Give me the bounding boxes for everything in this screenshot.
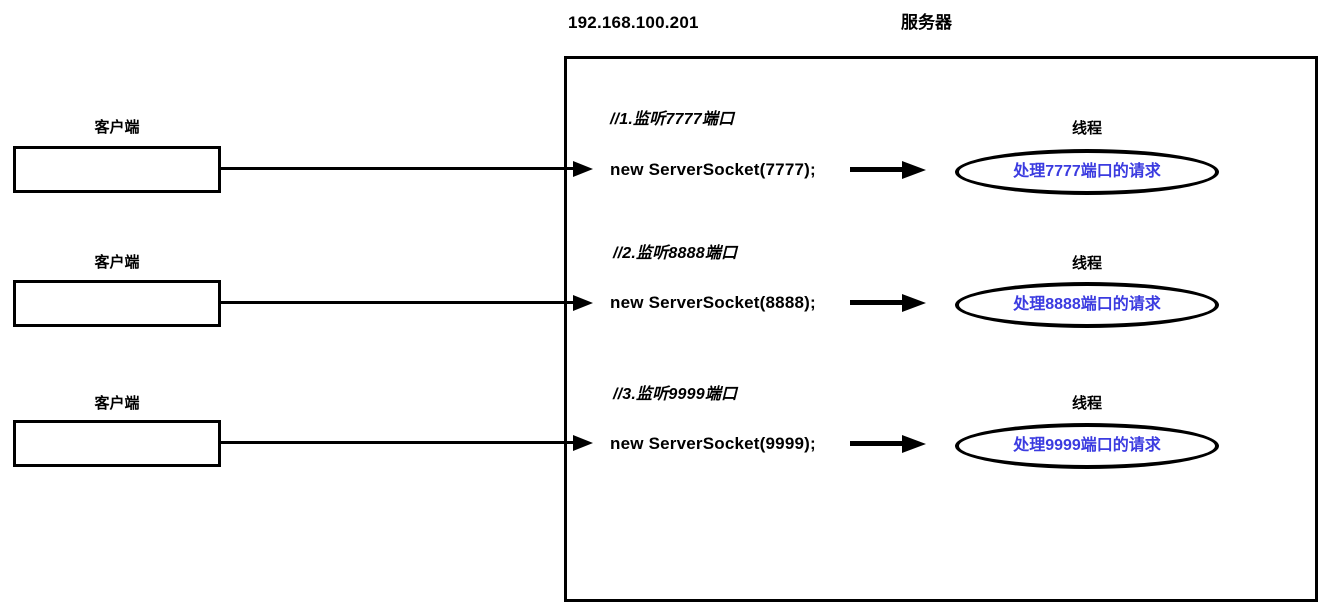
code-statement-1: new ServerSocket(7777); <box>610 160 816 179</box>
code-to-thread-arrow-3 <box>850 435 930 453</box>
thread-label-2: 线程 <box>1071 255 1102 272</box>
client-label-2: 客户端 <box>94 254 140 271</box>
arrow-head-icon <box>573 435 593 451</box>
client-label-3: 客户端 <box>94 395 140 412</box>
client-to-server-arrow-3 <box>221 434 596 452</box>
arrow-shaft <box>221 441 579 444</box>
thread-label-3: 线程 <box>1071 395 1102 412</box>
code-comment-2: //2.监听8888端口 <box>613 245 738 262</box>
thread-ellipse-text-3: 处理9999端口的请求 <box>1013 437 1161 454</box>
client-box-3 <box>13 420 221 467</box>
arrow-head-icon <box>573 295 593 311</box>
code-to-thread-arrow-2 <box>850 294 930 312</box>
thread-label-1: 线程 <box>1071 120 1102 137</box>
thread-ellipse-3: 处理9999端口的请求 <box>955 423 1219 469</box>
arrow-shaft <box>850 167 908 172</box>
client-to-server-arrow-1 <box>221 160 596 178</box>
server-title-label: 服务器 <box>901 13 952 32</box>
arrow-shaft <box>221 167 579 170</box>
arrow-head-icon <box>902 161 926 179</box>
arrow-shaft <box>850 300 908 305</box>
client-box-2 <box>13 280 221 327</box>
arrow-head-icon <box>573 161 593 177</box>
code-to-thread-arrow-1 <box>850 161 930 179</box>
code-statement-3: new ServerSocket(9999); <box>610 434 816 453</box>
arrow-head-icon <box>902 435 926 453</box>
server-ip-label: 192.168.100.201 <box>568 13 699 32</box>
code-comment-3: //3.监听9999端口 <box>613 386 738 403</box>
code-statement-2: new ServerSocket(8888); <box>610 293 816 312</box>
client-to-server-arrow-2 <box>221 294 596 312</box>
client-box-1 <box>13 146 221 193</box>
code-comment-1: //1.监听7777端口 <box>610 111 735 128</box>
arrow-head-icon <box>902 294 926 312</box>
thread-ellipse-text-1: 处理7777端口的请求 <box>1013 163 1161 180</box>
client-label-1: 客户端 <box>94 119 140 136</box>
thread-ellipse-1: 处理7777端口的请求 <box>955 149 1219 195</box>
arrow-shaft <box>221 301 579 304</box>
thread-ellipse-text-2: 处理8888端口的请求 <box>1013 296 1161 313</box>
thread-ellipse-2: 处理8888端口的请求 <box>955 282 1219 328</box>
arrow-shaft <box>850 441 908 446</box>
server-container-box <box>564 56 1318 602</box>
